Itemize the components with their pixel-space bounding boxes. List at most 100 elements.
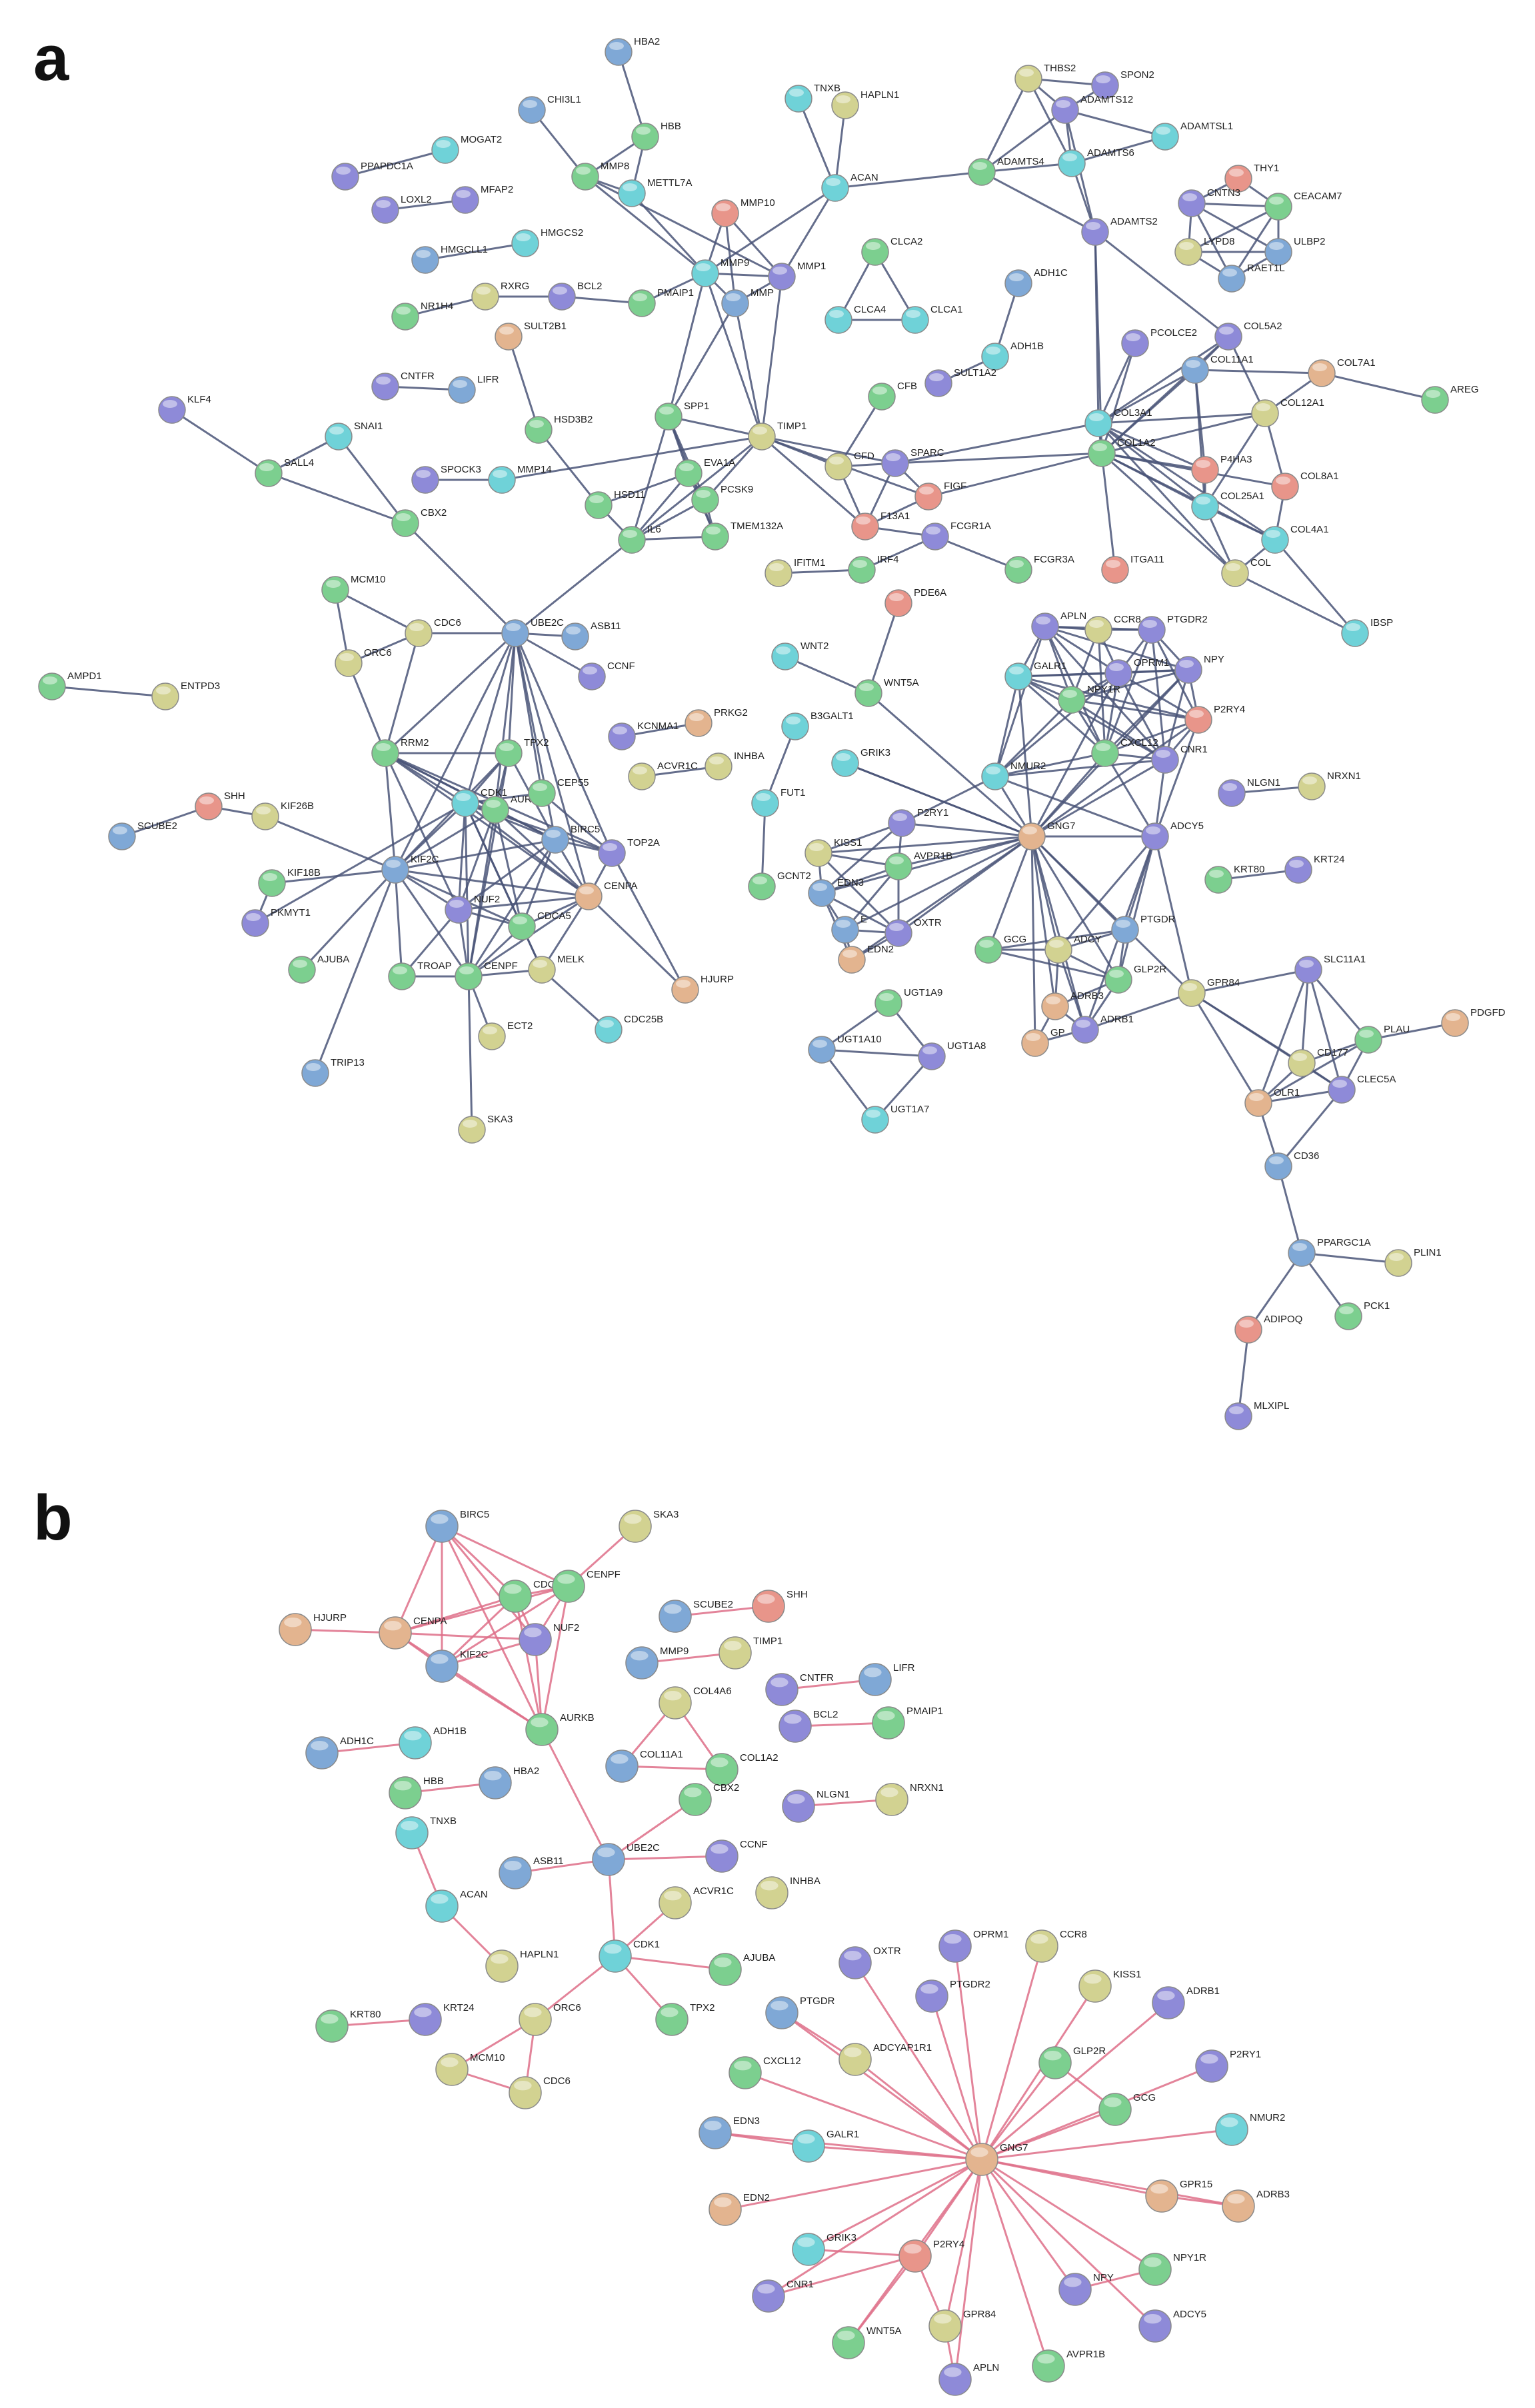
network-b-node-gpr84[interactable]: GPR84 xyxy=(928,2309,996,2343)
network-a-node-hmgcll1[interactable]: HMGCLL1 xyxy=(411,244,488,274)
network-a-node-olr1[interactable]: OLR1 xyxy=(1244,1087,1300,1117)
network-a-node-ptgdr[interactable]: PTGDR xyxy=(1111,914,1176,944)
network-b-node-gpr15[interactable]: GPR15 xyxy=(1145,2179,1212,2213)
network-b-node-krt80[interactable]: KRT80 xyxy=(315,2009,381,2043)
network-a-node-klf4[interactable]: KLF4 xyxy=(158,394,211,424)
network-a-node-adamts2[interactable]: ADAMTS2 xyxy=(1081,216,1158,246)
network-b-node-gcg[interactable]: GCG xyxy=(1098,2092,1156,2126)
network-b-node-ptgdr2[interactable]: PTGDR2 xyxy=(915,1979,990,2013)
network-b-node-p2ry4[interactable]: P2RY4 xyxy=(898,2239,964,2273)
network-b-node-p2ry1[interactable]: P2RY1 xyxy=(1195,2049,1261,2083)
network-a-node-cfd[interactable]: CFD xyxy=(824,451,874,481)
network-b-node-hbb[interactable]: HBB xyxy=(389,1776,444,1809)
network-a-node-hmgcs2[interactable]: HMGCS2 xyxy=(511,227,583,257)
network-a-node-orc6[interactable]: ORC6 xyxy=(335,647,392,677)
network-a-node-clca4[interactable]: CLCA4 xyxy=(824,304,886,334)
network-a-node-entpd3[interactable]: ENTPD3 xyxy=(151,680,220,710)
network-a-node-clca1[interactable]: CLCA1 xyxy=(901,304,962,334)
network-b-node-hjurp[interactable]: HJURP xyxy=(279,1612,347,1646)
network-a-node-eva1a[interactable]: EVA1A xyxy=(675,457,735,487)
network-a-node-loxl2[interactable]: LOXL2 xyxy=(371,194,432,224)
network-a-node-cfb[interactable]: CFB xyxy=(868,381,917,411)
network-a-node-cdc6[interactable]: CDC6 xyxy=(405,617,461,647)
network-b-node-asb11[interactable]: ASB11 xyxy=(499,1855,564,1889)
network-a-node-edn3[interactable]: EDN3 xyxy=(808,877,864,907)
network-a-node-adamts12[interactable]: ADAMTS12 xyxy=(1051,94,1133,124)
network-a-node-aurkb[interactable]: AURKB xyxy=(481,794,545,824)
network-a-node-birc5[interactable]: BIRC5 xyxy=(541,824,600,854)
network-b-node-adh1c[interactable]: ADH1C xyxy=(305,1736,374,1770)
network-a-node-gpr84[interactable]: GPR84 xyxy=(1178,977,1240,1007)
network-b-node-hapln1[interactable]: HAPLN1 xyxy=(485,1949,559,1983)
network-a-node-p2ry1[interactable]: P2RY1 xyxy=(888,807,948,837)
network-b-node-aurkb[interactable]: AURKB xyxy=(525,1712,595,1746)
network-b-node-timp1[interactable]: TIMP1 xyxy=(719,1636,782,1670)
network-a-node-nr1h4[interactable]: NR1H4 xyxy=(391,301,453,331)
network-a-node-mogat2[interactable]: MOGAT2 xyxy=(431,134,502,164)
network-b-node-shh[interactable]: SHH xyxy=(752,1589,808,1623)
network-a-node-hjurp[interactable]: HJURP xyxy=(671,974,734,1004)
network-a-node-rxrg[interactable]: RXRG xyxy=(471,281,529,311)
network-a-node-hbb[interactable]: HBB xyxy=(631,121,681,151)
network-a-node-sall4[interactable]: SALL4 xyxy=(255,457,314,487)
network-b-node-edn3[interactable]: EDN3 xyxy=(699,2115,760,2149)
network-a-node-figf[interactable]: FIGF xyxy=(914,481,966,511)
network-a-node-cenpa[interactable]: CENPA xyxy=(575,880,638,910)
network-b-node-inhba[interactable]: INHBA xyxy=(755,1875,820,1909)
network-a-node-grik3[interactable]: GRIK3 xyxy=(831,747,890,777)
network-b-node-wnt5a[interactable]: WNT5A xyxy=(832,2325,902,2359)
network-a-node-kif2c[interactable]: KIF2C xyxy=(381,854,439,884)
network-a-node-sult1a2[interactable]: SULT1A2 xyxy=(924,367,996,397)
network-a-node-col[interactable]: COL xyxy=(1221,557,1271,587)
network-a-node-kcnma1[interactable]: KCNMA1 xyxy=(608,720,679,750)
network-a-node-top2a[interactable]: TOP2A xyxy=(598,837,660,867)
network-a-node-ugt1a9[interactable]: UGT1A9 xyxy=(874,987,942,1017)
network-a-node-wnt2[interactable]: WNT2 xyxy=(771,640,829,670)
network-a-node-spp1[interactable]: SPP1 xyxy=(655,401,709,431)
network-a-node-col11a1[interactable]: COL11A1 xyxy=(1181,354,1254,384)
network-a-node-hsd11[interactable]: HSD11 xyxy=(585,489,645,519)
network-a-node-apln[interactable]: APLN xyxy=(1031,610,1086,640)
network-a-node-rrm2[interactable]: RRM2 xyxy=(371,737,429,767)
network-a-node-lifr[interactable]: LIFR xyxy=(448,374,499,404)
network-b-node-tpx2[interactable]: TPX2 xyxy=(655,2002,715,2036)
network-a-node-pcolce2[interactable]: PCOLCE2 xyxy=(1121,327,1197,357)
network-a-node-col4a1[interactable]: COL4A1 xyxy=(1261,524,1329,554)
network-b-node-mcm10[interactable]: MCM10 xyxy=(435,2052,505,2086)
network-b-node-cdk1[interactable]: CDK1 xyxy=(599,1939,660,1973)
network-a-node-cntn3[interactable]: CNTN3 xyxy=(1178,187,1240,217)
network-a-node-ifitm1[interactable]: IFITM1 xyxy=(765,557,826,587)
network-b-node-galr1[interactable]: GALR1 xyxy=(792,2129,859,2163)
network-a-node-npy1r[interactable]: NPY1R xyxy=(1058,684,1120,714)
network-b-node-orc6[interactable]: ORC6 xyxy=(519,2002,581,2036)
network-a-node-fcgr3a[interactable]: FCGR3A xyxy=(1004,554,1074,584)
network-a-node-adh1c[interactable]: ADH1C xyxy=(1004,267,1068,297)
network-a-node-plau[interactable]: PLAU xyxy=(1354,1024,1410,1054)
network-b-node-ccr8[interactable]: CCR8 xyxy=(1025,1929,1087,1963)
network-b-node-ube2c[interactable]: UBE2C xyxy=(592,1842,660,1876)
network-b-node-kiss1[interactable]: KISS1 xyxy=(1078,1969,1142,2003)
network-b-node-nmur2[interactable]: NMUR2 xyxy=(1215,2112,1285,2146)
network-a-node-pmaip1[interactable]: PMAIP1 xyxy=(628,287,694,317)
network-a-node-irf4[interactable]: IRF4 xyxy=(848,554,899,584)
network-a-node-wnt5a[interactable]: WNT5A xyxy=(854,677,919,707)
network-a-node-tnxb[interactable]: TNXB xyxy=(784,83,840,113)
network-a-node-scube2[interactable]: SCUBE2 xyxy=(108,820,177,850)
network-a-node-adamts4[interactable]: ADAMTS4 xyxy=(968,156,1044,186)
network-a-node-melk[interactable]: MELK xyxy=(528,954,585,984)
network-a-node-mmp[interactable]: MMP xyxy=(721,287,774,317)
network-a-node-slc11a1[interactable]: SLC11A1 xyxy=(1294,954,1366,984)
network-b-node-acan[interactable]: ACAN xyxy=(425,1889,488,1923)
network-a-node-spon2[interactable]: SPON2 xyxy=(1091,69,1154,99)
network-a-node-plin1[interactable]: PLIN1 xyxy=(1384,1247,1442,1277)
network-a-node-mmp14[interactable]: MMP14 xyxy=(488,464,552,494)
network-b-node-cxcl12[interactable]: CXCL12 xyxy=(729,2055,801,2089)
network-a-node-ugt1a10[interactable]: UGT1A10 xyxy=(808,1034,882,1064)
network-b-node-krt24[interactable]: KRT24 xyxy=(409,2002,474,2036)
network-b-node-bcl2[interactable]: BCL2 xyxy=(778,1709,838,1743)
network-a-node-cdc25b[interactable]: CDC25B xyxy=(595,1014,663,1044)
network-b-node-tnxb[interactable]: TNXB xyxy=(395,1815,457,1849)
network-a-node-adh1b[interactable]: ADH1B xyxy=(981,341,1044,371)
network-a-node-clca2[interactable]: CLCA2 xyxy=(861,236,922,266)
network-b-node-npy[interactable]: NPY xyxy=(1058,2272,1114,2306)
